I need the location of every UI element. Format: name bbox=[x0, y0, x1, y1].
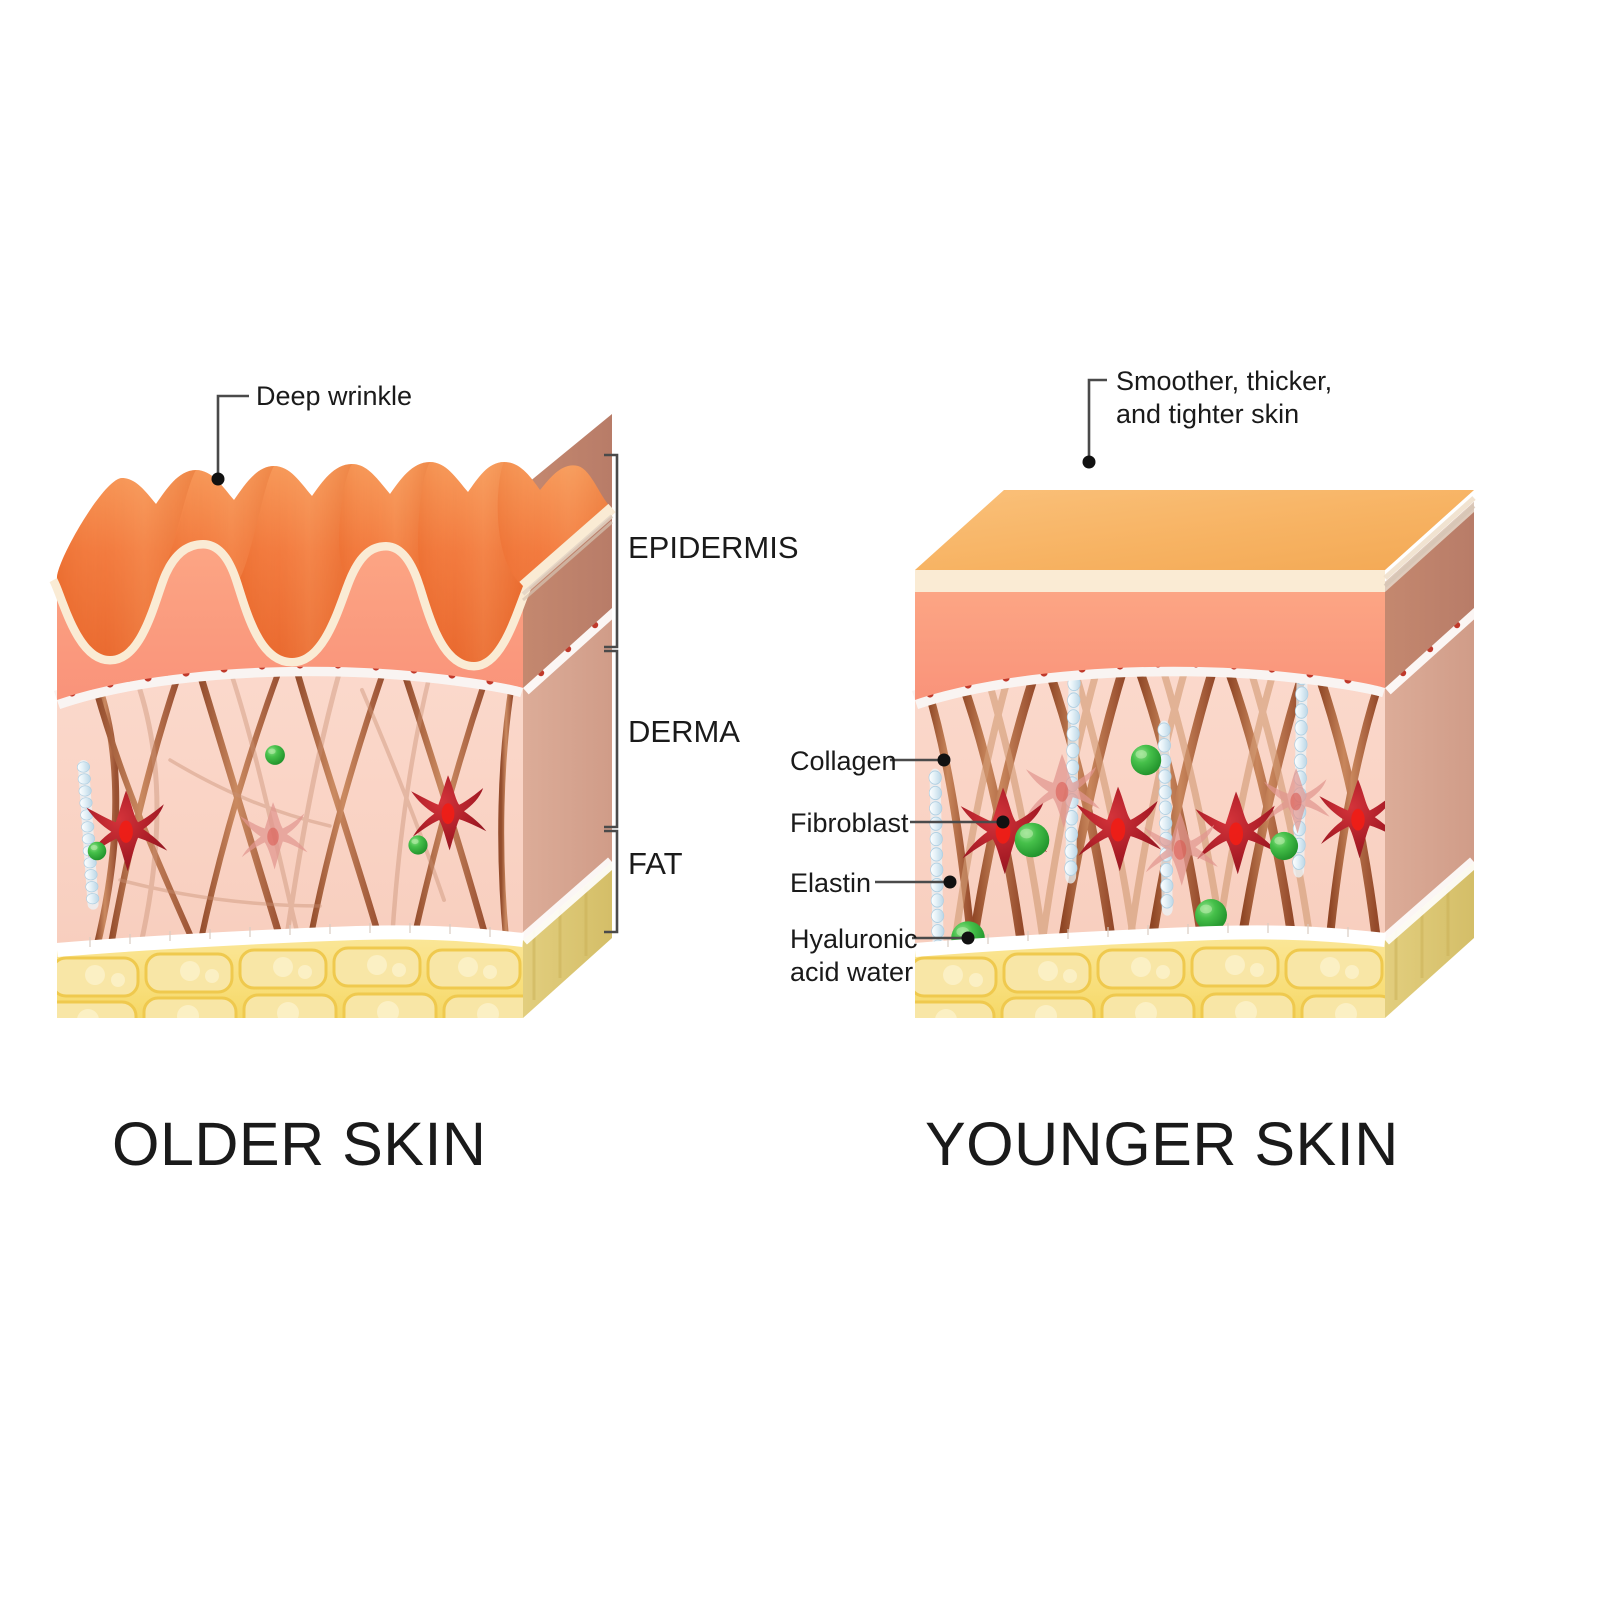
wrinkle-shading-old bbox=[57, 462, 612, 662]
elastin-anchor-dot bbox=[943, 875, 957, 889]
dermis-fat-boundary-young bbox=[914, 857, 1478, 957]
dermis-fat-boundary-old bbox=[56, 857, 616, 957]
adipocytes-young bbox=[915, 946, 1385, 1018]
title-older-skin: OLDER SKIN bbox=[112, 1110, 487, 1178]
hyaluronic-sphere bbox=[1269, 831, 1299, 861]
hyaluronic-sphere bbox=[408, 835, 428, 855]
epidermis-front-face-old bbox=[57, 546, 523, 700]
dermis-layer-young bbox=[911, 601, 1480, 957]
label-elastin: Elastin bbox=[790, 868, 871, 898]
title-younger-skin: YOUNGER SKIN bbox=[925, 1110, 1399, 1178]
dermis-side-face-young bbox=[1385, 608, 1474, 940]
fat-layer-old bbox=[57, 862, 612, 1018]
label-derma: DERMA bbox=[628, 714, 740, 749]
fat-side-face-young bbox=[1385, 862, 1474, 1018]
callout-hyaluronic-acid-water: Hyaluronic acid water bbox=[790, 924, 975, 987]
collagen-fibers-young bbox=[924, 666, 1382, 953]
bracket-fat bbox=[604, 829, 619, 934]
smoother-skin-anchor-dot bbox=[1082, 455, 1096, 469]
epidermis-edge-layers-old bbox=[519, 503, 616, 602]
epidermis-edge-layers-young bbox=[1383, 496, 1476, 588]
younger-skin-block: Smoother, thicker, and tighter skin Coll… bbox=[790, 366, 1480, 1178]
bracket-epidermis bbox=[604, 453, 619, 649]
label-fat: FAT bbox=[628, 846, 683, 881]
dermis-side-face-old bbox=[523, 608, 612, 940]
label-epidermis: EPIDERMIS bbox=[628, 530, 799, 565]
hyaluronic-sphere bbox=[265, 745, 285, 765]
hyaluronic-anchor-dot bbox=[961, 931, 975, 945]
epidermis-layer-old bbox=[49, 414, 616, 700]
label-collagen: Collagen bbox=[790, 746, 897, 776]
label-deep-wrinkle: Deep wrinkle bbox=[256, 381, 412, 411]
hyaluronic-sphere bbox=[87, 841, 107, 861]
callout-elastin: Elastin bbox=[790, 868, 957, 898]
callout-fibroblast: Fibroblast bbox=[790, 808, 1010, 838]
older-skin-block: Deep wrinkle EPIDERMIS DERMA FAT OLDER S… bbox=[49, 381, 799, 1178]
label-hyaluronic-line1: Hyaluronic bbox=[790, 924, 918, 954]
smoother-skin-leader-line bbox=[1087, 378, 1107, 462]
callout-deep-wrinkle: Deep wrinkle bbox=[211, 381, 412, 486]
hyaluronic-sphere bbox=[1014, 822, 1050, 858]
callout-smoother-skin: Smoother, thicker, and tighter skin bbox=[1082, 366, 1332, 469]
fat-layer-young bbox=[915, 862, 1474, 1018]
dermis-contents-young bbox=[924, 666, 1385, 954]
callout-collagen: Collagen bbox=[790, 746, 951, 776]
dermis-contents-old bbox=[76, 666, 515, 954]
epidermis-layer-young bbox=[915, 490, 1476, 700]
dermis-front-face-old bbox=[57, 666, 523, 950]
collagen-anchor-dot bbox=[937, 753, 951, 767]
hyaluronic-sphere bbox=[1130, 744, 1162, 776]
stratum-corneum-band-young bbox=[915, 570, 1385, 592]
degraded-collagen-old bbox=[118, 667, 446, 951]
label-hyaluronic-line2: acid water bbox=[790, 957, 913, 987]
fat-side-face-old bbox=[523, 862, 612, 1018]
adipocytes-old bbox=[57, 946, 523, 1018]
fibroblast-anchor-dot bbox=[996, 815, 1010, 829]
deep-wrinkle-anchor-dot bbox=[211, 472, 225, 486]
label-smoother-skin-line2: and tighter skin bbox=[1116, 399, 1299, 429]
bracket-derma bbox=[604, 649, 619, 829]
dermis-layer-old bbox=[53, 601, 618, 957]
label-fibroblast: Fibroblast bbox=[790, 808, 909, 838]
layer-brackets-old: EPIDERMIS DERMA FAT bbox=[604, 453, 799, 934]
epidermis-smooth-top-young bbox=[915, 490, 1474, 570]
label-smoother-skin-line1: Smoother, thicker, bbox=[1116, 366, 1332, 396]
epidermis-front-face-young bbox=[915, 592, 1385, 700]
deep-wrinkle-leader-line bbox=[216, 394, 249, 479]
epidermis-side-face-young bbox=[1385, 502, 1474, 688]
